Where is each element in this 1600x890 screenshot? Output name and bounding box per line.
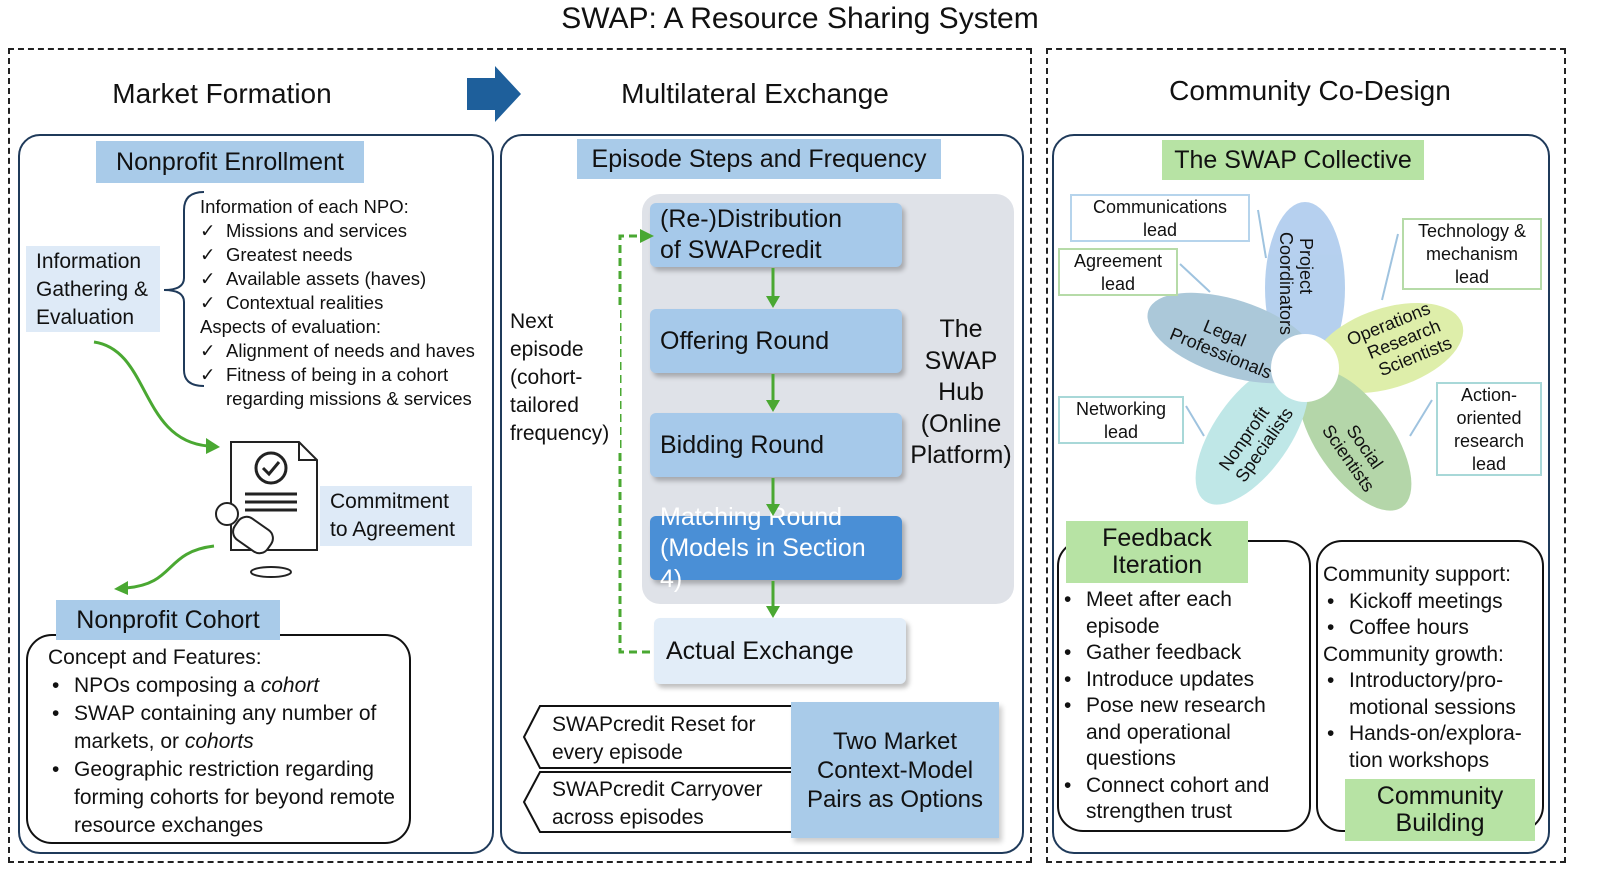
step-arrows <box>766 268 780 618</box>
community-codesign-title: Community Co-Design <box>1169 75 1451 106</box>
support-item: •Kickoff meetings <box>1327 589 1503 613</box>
swap-hub-label: The SWAP Hub (Online Platform) <box>910 315 1012 469</box>
checkmark-icon: ✓ <box>200 364 216 385</box>
concept-features-list: Concept and Features: •NPOs composing a … <box>48 644 408 840</box>
eval-heading: Aspects of evaluation: <box>200 316 381 337</box>
petal-nonprofit-specialists <box>1195 363 1309 505</box>
step-bidding-round: Bidding Round <box>650 413 902 477</box>
info-item: ✓Missions and services <box>200 220 407 241</box>
eval-item: ✓Alignment of needs and haves <box>200 340 475 361</box>
feedback-item: •Gather feedback <box>1064 641 1242 664</box>
community-building-header: Community Building <box>1345 779 1535 841</box>
next-episode-label: Next episode (cohort- tailored frequency… <box>510 308 620 448</box>
role-connectors <box>1179 209 1433 437</box>
curly-brace <box>163 191 205 387</box>
svg-text:Project Coordinators: Project Coordinators <box>1276 232 1316 335</box>
concept-item: •NPOs composing a cohort <box>52 674 320 697</box>
role-communications-lead: Communications lead <box>1070 194 1250 242</box>
eval-item-continuation: regarding missions & services <box>226 388 472 409</box>
next-episode-loop-arrow <box>618 229 654 654</box>
support-item: •Coffee hours <box>1327 616 1469 639</box>
role-agreement-lead: Agreement lead <box>1058 248 1178 296</box>
petal-social-scientists <box>1298 369 1412 511</box>
checkmark-icon: ✓ <box>200 220 216 241</box>
eval-item: ✓Fitness of being in a cohort <box>200 364 449 385</box>
nonprofit-enrollment-header: Nonprofit Enrollment <box>96 141 364 183</box>
information-gathering-label: Information Gathering & Evaluation <box>26 246 160 332</box>
role-technology-lead: Technology & mechanism lead <box>1402 218 1542 290</box>
info-item: ✓Contextual realities <box>200 292 384 313</box>
option-reset: SWAPcredit Reset for every episode <box>552 713 756 764</box>
info-item: ✓Available assets (haves) <box>200 268 427 289</box>
step-actual-exchange: Actual Exchange <box>654 618 906 684</box>
market-exchange-region <box>8 48 1032 863</box>
episode-steps-header: Episode Steps and Frequency <box>577 139 941 179</box>
community-list: Community support: •Kickoff meetings •Co… <box>1323 562 1543 774</box>
concept-item: •SWAP containing any number of markets, … <box>52 702 377 753</box>
checkmark-icon: ✓ <box>200 340 216 361</box>
role-action-research-lead: Action- oriented research lead <box>1436 382 1542 476</box>
feedback-iteration-header: Feedback Iteration <box>1066 521 1248 583</box>
option-chevrons <box>522 705 797 833</box>
right-arrow-icon <box>467 66 521 122</box>
concept-heading: Concept and Features: <box>48 646 262 669</box>
option-carryover: SWAPcredit Carryover across episodes <box>552 778 763 829</box>
step-offering-round: Offering Round <box>650 309 902 373</box>
info-heading: Information of each NPO: <box>200 196 409 217</box>
codesign-region <box>1046 48 1566 863</box>
collective-flower: Project Coordinators Operations Research… <box>1147 202 1464 511</box>
commitment-to-agreement-label: Commitment to Agreement <box>320 486 472 546</box>
growth-item: •Hands-on/explora-tion workshops <box>1327 722 1522 772</box>
nonprofit-cohort-header: Nonprofit Cohort <box>56 600 280 640</box>
market-formation-title: Market Formation <box>112 78 332 109</box>
market-options-label: Two Market Context-Model Pairs as Option… <box>791 702 999 838</box>
concept-item: •Geographic restriction regarding formin… <box>52 758 395 837</box>
swap-collective-header: The SWAP Collective <box>1162 140 1424 180</box>
info-item: ✓Greatest needs <box>200 244 353 265</box>
signed-document-icon <box>215 441 318 578</box>
growth-heading: Community growth: <box>1323 642 1504 666</box>
checkmark-icon: ✓ <box>200 268 216 289</box>
npo-information-list: Information of each NPO: ✓Missions and s… <box>200 195 490 411</box>
step-redistribution: (Re-)Distribution of SWAPcredit <box>650 203 902 267</box>
checkmark-icon: ✓ <box>200 244 216 265</box>
curved-arrow-to-agreement <box>93 340 220 454</box>
checkmark-icon: ✓ <box>200 292 216 313</box>
step-matching-round: Matching Round (Models in Section 4) <box>650 503 902 593</box>
curved-arrow-to-cohort <box>114 544 215 595</box>
support-heading: Community support: <box>1323 563 1511 586</box>
diagram-title: SWAP: A Resource Sharing System <box>561 2 1039 35</box>
petal-operations-research <box>1312 302 1464 394</box>
growth-item: •Introductory/pro-motional sessions <box>1327 669 1516 719</box>
multilateral-exchange-title: Multilateral Exchange <box>621 78 889 109</box>
role-networking-lead: Networking lead <box>1058 396 1184 444</box>
feedback-item: •Introduce updates <box>1064 667 1255 691</box>
